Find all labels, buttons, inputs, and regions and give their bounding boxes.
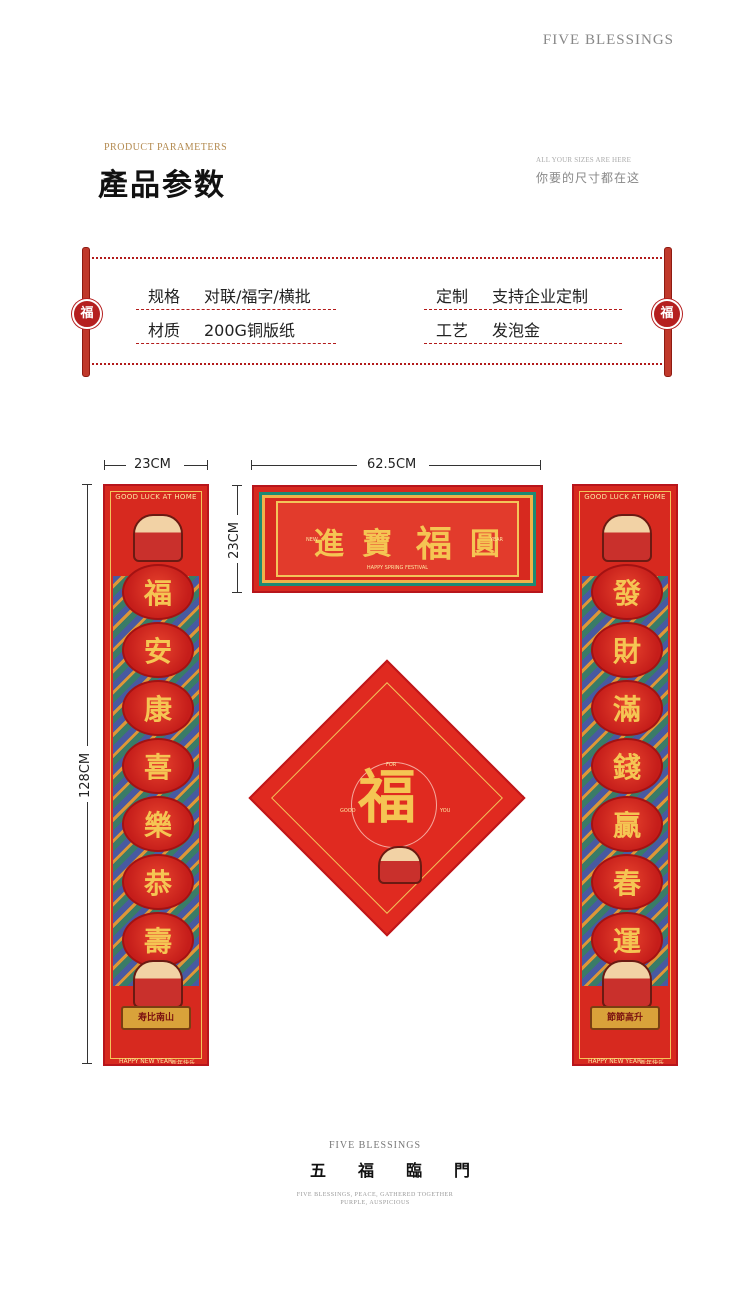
- param-row-craft: 工艺 发泡金: [424, 315, 622, 344]
- couplet-top-label: GOOD LUCK AT HOME: [115, 493, 197, 501]
- banner-character: 寶: [362, 527, 392, 562]
- couplet-plaque: 節節高升: [590, 1006, 660, 1030]
- character-disc: 康: [122, 680, 194, 736]
- character-disc: 樂: [122, 796, 194, 852]
- couplet-footer-cn: 新年快乐: [170, 1060, 195, 1066]
- fu-seal-left-icon: 福: [72, 299, 102, 329]
- character-disc: 發: [591, 564, 663, 620]
- banner-character: 圓: [470, 527, 500, 562]
- param-row-custom: 定制 支持企业定制: [424, 281, 622, 310]
- fu-tiny-left: GOOD: [340, 808, 356, 814]
- character-disc: 壽: [122, 912, 194, 968]
- footer-cn-char: 臨: [405, 1161, 422, 1180]
- banner-tiny-right: YEAR: [489, 537, 503, 543]
- section-title-en: PRODUCT PARAMETERS: [104, 142, 228, 153]
- footer-cn-char: 門: [453, 1161, 470, 1180]
- top-dotted-border: [88, 257, 666, 259]
- brand-title: FIVE BLESSINGS: [542, 32, 674, 48]
- section-title-cn: 產品参数: [98, 168, 226, 203]
- character-disc: 恭: [122, 854, 194, 910]
- footer-subtitle-2: PURPLE, AUSPICIOUS: [340, 1200, 410, 1206]
- banner-bottom-text: HAPPY SPRING FESTIVAL: [366, 565, 429, 571]
- param-row-spec: 规格 对联/福字/横批: [136, 281, 336, 310]
- couplet-plaque: 寿比南山: [121, 1006, 191, 1030]
- deity-figure-icon: [378, 846, 422, 884]
- left-couplet: GOOD LUCK AT HOME 福 安 康 喜 樂 恭 壽 寿比南山 HAP…: [103, 484, 209, 1066]
- footer-cn-char: 五: [310, 1161, 327, 1180]
- param-row-material: 材质 200G铜版纸: [136, 315, 336, 344]
- character-disc: 滿: [591, 680, 663, 736]
- banner-character: 進: [314, 527, 344, 562]
- sizes-caption-cn: 你要的尺寸都在这: [536, 171, 641, 185]
- param-key: 规格: [148, 287, 181, 306]
- character-disc: 喜: [122, 738, 194, 794]
- horizontal-banner: 進 寶 福 圓 NEW YEAR HAPPY SPRING FESTIVAL: [252, 485, 543, 593]
- fu-tiny-right: YOU: [440, 808, 451, 814]
- character-disc: 贏: [591, 796, 663, 852]
- deity-figure-icon: [133, 514, 183, 562]
- fu-character: 福: [358, 763, 417, 831]
- param-key: 定制: [436, 287, 469, 306]
- param-value: 发泡金: [492, 321, 541, 340]
- couplet-footer-en: HAPPY NEW YEAR: [588, 1058, 642, 1065]
- param-key: 工艺: [436, 321, 469, 340]
- banner-width-dimension: 62.5CM: [251, 457, 541, 472]
- elder-figure-icon: [133, 960, 183, 1008]
- footer-brand-cn: 五 福 臨 門: [310, 1157, 470, 1181]
- banner-tiny-left: NEW: [306, 537, 318, 543]
- banner-ornate-frame: [259, 492, 536, 586]
- banner-height-dimension: 23CM: [227, 485, 242, 593]
- couplet-footer-cn: 新年快乐: [639, 1060, 664, 1066]
- footer-brand-en: FIVE BLESSINGS: [328, 1140, 422, 1151]
- deity-figure-icon: [602, 960, 652, 1008]
- couplet-width-label: 23CM: [134, 457, 171, 472]
- sizes-caption-en: ALL YOUR SIZES ARE HERE: [536, 156, 632, 164]
- banner-width-label: 62.5CM: [367, 457, 417, 472]
- param-value: 200G铜版纸: [204, 321, 295, 340]
- banner-height-label: 23CM: [226, 522, 242, 559]
- character-disc: 錢: [591, 738, 663, 794]
- couplet-width-dimension: 23CM: [104, 457, 208, 472]
- character-disc: 運: [591, 912, 663, 968]
- couplet-footer-en: HAPPY NEW YEAR: [119, 1058, 173, 1065]
- param-value: 支持企业定制: [492, 287, 589, 306]
- character-disc: 財: [591, 622, 663, 678]
- character-disc: 安: [122, 622, 194, 678]
- bottom-dotted-border: [88, 363, 666, 365]
- couplet-top-label: GOOD LUCK AT HOME: [584, 493, 666, 501]
- character-disc: 春: [591, 854, 663, 910]
- couplet-height-label: 128CM: [78, 752, 94, 799]
- parameter-box: 福 福 规格 对联/福字/横批 定制 支持企业定制 材质 200G铜版纸 工艺 …: [72, 247, 682, 377]
- deity-figure-icon: [602, 514, 652, 562]
- param-value: 对联/福字/横批: [204, 287, 311, 306]
- character-disc: 福: [122, 564, 194, 620]
- fu-seal-right-icon: 福: [652, 299, 682, 329]
- banner-inner-panel: 進 寶 福 圓 NEW YEAR HAPPY SPRING FESTIVAL: [276, 501, 519, 577]
- footer-subtitle-1: FIVE BLESSINGS, PEACE, GATHERED TOGETHER: [296, 1192, 454, 1198]
- banner-character: 福: [416, 523, 453, 565]
- footer-cn-char: 福: [357, 1161, 374, 1180]
- right-couplet: GOOD LUCK AT HOME 發 財 滿 錢 贏 春 運 節節高升 HAP…: [572, 484, 678, 1066]
- param-key: 材质: [148, 321, 181, 340]
- couplet-height-dimension: 128CM: [78, 484, 93, 1064]
- fu-tiny-top: FOR: [386, 762, 397, 768]
